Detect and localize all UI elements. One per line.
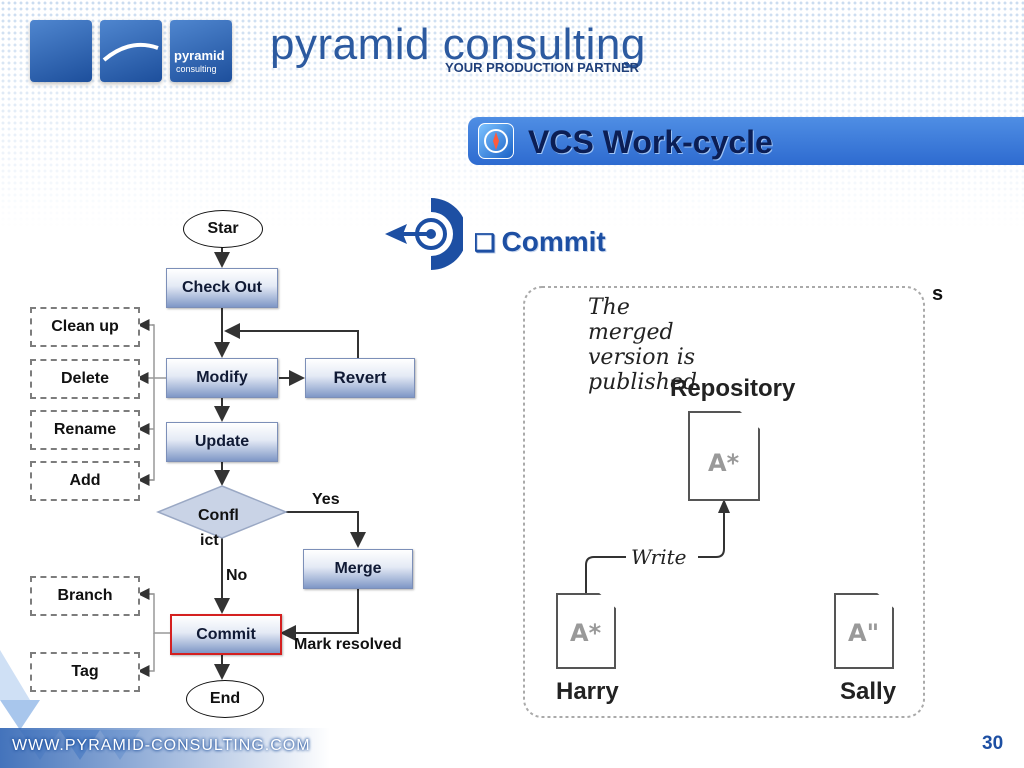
conflict-label-line1: Confl (198, 507, 239, 524)
logo-tile-name: pyramid consulting (170, 20, 232, 82)
commit-step: Commit (170, 614, 282, 655)
side-op-add: Add (30, 461, 140, 501)
logo-tile (30, 20, 92, 82)
slide-title: VCS Work-cycle (528, 124, 773, 160)
logo-tile-swoosh (100, 20, 162, 82)
side-op-clean-up: Clean up (30, 307, 140, 347)
title-bar (468, 117, 1024, 165)
side-op-rename: Rename (30, 410, 140, 450)
repository-document-version: A* (708, 449, 740, 477)
conflict-label-line2: ict (200, 532, 219, 549)
checkbox-icon: ❑ (474, 230, 496, 257)
repository-document (688, 411, 760, 501)
side-op-delete: Delete (30, 359, 140, 399)
brand-wordmark: pyramid consulting (270, 20, 646, 69)
revert-step: Revert (305, 358, 415, 398)
logo-sub: consulting (176, 64, 217, 74)
harry-label: Harry (556, 678, 619, 705)
end-node: End (186, 680, 264, 718)
logo-name: pyramid (174, 48, 225, 63)
no-label: No (226, 567, 248, 584)
sally-document-version: A" (848, 619, 880, 647)
yes-label: Yes (312, 491, 340, 508)
sally-label: Sally (840, 678, 897, 705)
brand-tagline: YOUR PRODUCTION PARTNER (445, 60, 640, 75)
check-out-step: Check Out (166, 268, 278, 308)
conflict-decision (156, 485, 288, 539)
sally-document (834, 593, 894, 669)
section-heading: ❑Commit (474, 226, 606, 258)
mark-resolved-label: Mark resolved (294, 636, 402, 653)
update-step: Update (166, 422, 278, 462)
harry-document-version: A* (570, 619, 602, 647)
branch-op: Branch (30, 576, 140, 616)
illustration-caption: The merged version is published (588, 295, 697, 395)
modify-step: Modify (166, 358, 278, 398)
stray-text: s (932, 283, 944, 305)
harry-document (556, 593, 616, 669)
compass-icon (478, 123, 514, 159)
tag-op: Tag (30, 652, 140, 692)
section-heading-text: Commit (501, 226, 606, 257)
website-url: WWW.PYRAMID-CONSULTING.COM (12, 737, 311, 754)
page-number: 30 (982, 733, 1004, 754)
swoosh-icon (102, 43, 159, 62)
write-label: Write (628, 545, 690, 569)
footer-strip (0, 728, 330, 768)
merge-step: Merge (303, 549, 413, 589)
start-node: Star (183, 210, 263, 248)
repository-label: Repository (670, 375, 796, 402)
illustration-frame (523, 286, 925, 718)
target-icon (383, 194, 467, 279)
